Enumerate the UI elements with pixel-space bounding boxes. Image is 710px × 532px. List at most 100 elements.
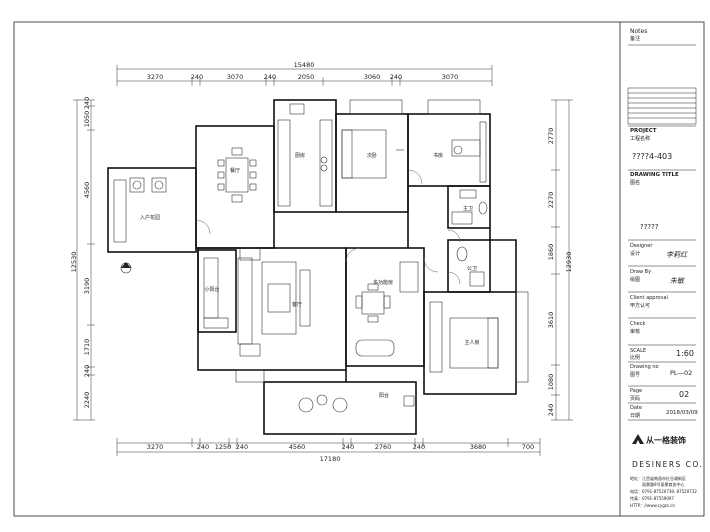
http-line: HTTP：//www.cygzs.cn	[630, 503, 675, 508]
page-label: Page	[630, 388, 643, 394]
room-label-second-bedroom: 次卧	[367, 152, 377, 159]
room-label-study: 书房	[433, 152, 443, 159]
room-label-master: 主人房	[464, 339, 479, 346]
svg-text:2240: 2240	[83, 392, 91, 409]
svg-text:240: 240	[83, 97, 91, 109]
notes-label: Notes	[630, 28, 648, 35]
svg-text:3190: 3190	[83, 278, 91, 295]
svg-text:3270: 3270	[147, 73, 164, 81]
top-total-dim: 15480	[294, 61, 315, 69]
right-dimension-labels: 12930 2770 2270 1860 3610 1080 240	[547, 128, 573, 416]
furniture	[113, 103, 499, 413]
drawn-by-value: 朱敏	[670, 277, 684, 285]
address-line2: 丽景路9号丽景商务中心	[642, 482, 685, 487]
company-logo-text: 从一格装饰	[646, 436, 686, 445]
scale-value: 1:60	[676, 349, 694, 358]
svg-text:3060: 3060	[364, 73, 381, 81]
svg-text:700: 700	[522, 443, 534, 451]
svg-text:1080: 1080	[547, 374, 555, 391]
svg-text:3610: 3610	[547, 312, 555, 329]
company-name: DESINERS CO.	[632, 460, 704, 469]
tel-line: 电话：0791-87520739, 87520732	[630, 489, 697, 494]
drawing-no-cn: 图号	[630, 372, 641, 378]
project-label: PROJECT	[630, 128, 657, 134]
room-label-public-bath: 公卫	[467, 266, 477, 272]
title-block	[627, 44, 697, 421]
room-label-small-balcony: 小阳台	[204, 286, 219, 293]
notes-cn: 备注	[630, 36, 641, 42]
svg-text:240: 240	[390, 73, 402, 81]
date-label: Date	[630, 405, 642, 411]
designer-value: 李莉红	[666, 251, 687, 259]
drawing-no-label: Drawing no	[630, 364, 659, 370]
page-cn: 页码	[630, 396, 641, 402]
svg-text:1710: 1710	[83, 339, 91, 356]
bay-windows	[235, 99, 529, 383]
svg-text:240: 240	[264, 73, 276, 81]
door-swings	[195, 169, 461, 285]
scale-cn: 比例	[630, 355, 641, 361]
svg-text:1250: 1250	[215, 443, 232, 451]
section-marker-icon	[120, 262, 132, 274]
room-label-kitchen: 厨房	[295, 152, 305, 159]
svg-text:240: 240	[236, 443, 248, 451]
left-dimensions	[73, 99, 95, 421]
svg-text:3680: 3680	[470, 443, 487, 451]
svg-text:240: 240	[197, 443, 209, 451]
room-label-master-bath: 主卫	[463, 205, 473, 212]
svg-text:1860: 1860	[547, 244, 555, 261]
svg-text:2050: 2050	[298, 73, 315, 81]
drawing-title-cn: 图名	[630, 180, 641, 186]
project-cn: 工程名称	[630, 136, 651, 142]
drawing-title-label: DRAWING TITLE	[630, 172, 679, 178]
room-label-balcony: 阳台	[379, 392, 389, 399]
project-value: ????4-403	[632, 152, 673, 161]
room-label-dining: 餐厅	[230, 167, 240, 174]
room-label-living: 客厅	[292, 301, 302, 308]
bottom-total-dim: 17180	[320, 455, 341, 463]
room-label-multifunction: 多功能房	[373, 279, 393, 286]
room-label-entry-garden: 入户花园	[140, 214, 160, 221]
svg-text:240: 240	[191, 73, 203, 81]
svg-text:3070: 3070	[227, 73, 244, 81]
drawing-no-value: PL—02	[670, 369, 693, 377]
date-cn: 日期	[630, 413, 641, 419]
drawn-by-cn: 绘图	[630, 277, 641, 283]
dimension-labels: 15480 3270 240 3070 240 2050 3060 240 30…	[147, 61, 534, 463]
svg-text:4560: 4560	[83, 182, 91, 199]
room-labels: 入户花园 餐厅 厨房 次卧 书房 客厅 多功能房 主人房 公卫 主卫 阳台 小阳…	[140, 152, 480, 399]
left-total-dim: 12530	[70, 252, 78, 273]
designer-label: Designer	[630, 243, 653, 249]
svg-text:2770: 2770	[547, 128, 555, 145]
left-dimension-labels: 12530 240 1050 4560 3190 1710 240 2240	[70, 97, 91, 408]
svg-text:3270: 3270	[147, 443, 164, 451]
drawn-by-label: Draw By	[630, 269, 652, 275]
svg-text:4560: 4560	[289, 443, 306, 451]
walls	[107, 99, 517, 435]
client-approval-label: Client approval	[630, 295, 668, 301]
svg-text:2760: 2760	[375, 443, 392, 451]
page-value: 02	[679, 390, 690, 399]
designer-cn: 设计	[630, 251, 641, 257]
company-logo-icon	[632, 434, 644, 444]
svg-text:240: 240	[342, 443, 354, 451]
svg-text:2270: 2270	[547, 192, 555, 209]
right-dimensions	[551, 99, 573, 421]
date-value: 2018/03/09	[666, 410, 698, 416]
address-line1: 地址：江西省南昌市红谷滩新区	[630, 476, 686, 481]
drawing-title-value: ?????	[640, 223, 659, 231]
svg-text:1050: 1050	[83, 111, 91, 128]
svg-text:3070: 3070	[442, 73, 459, 81]
client-approval-cn: 甲方认可	[630, 303, 651, 309]
svg-text:240: 240	[547, 404, 555, 416]
svg-text:240: 240	[413, 443, 425, 451]
top-dimensions	[116, 65, 493, 86]
svg-text:240: 240	[83, 365, 91, 377]
right-total-dim: 12930	[565, 252, 573, 273]
bottom-dimensions	[116, 438, 541, 456]
check-label: Check	[630, 321, 646, 327]
check-cn: 审核	[630, 329, 641, 335]
fax-line: 传真：0791-87559097	[630, 496, 674, 501]
scale-label: SCALE	[630, 348, 647, 354]
